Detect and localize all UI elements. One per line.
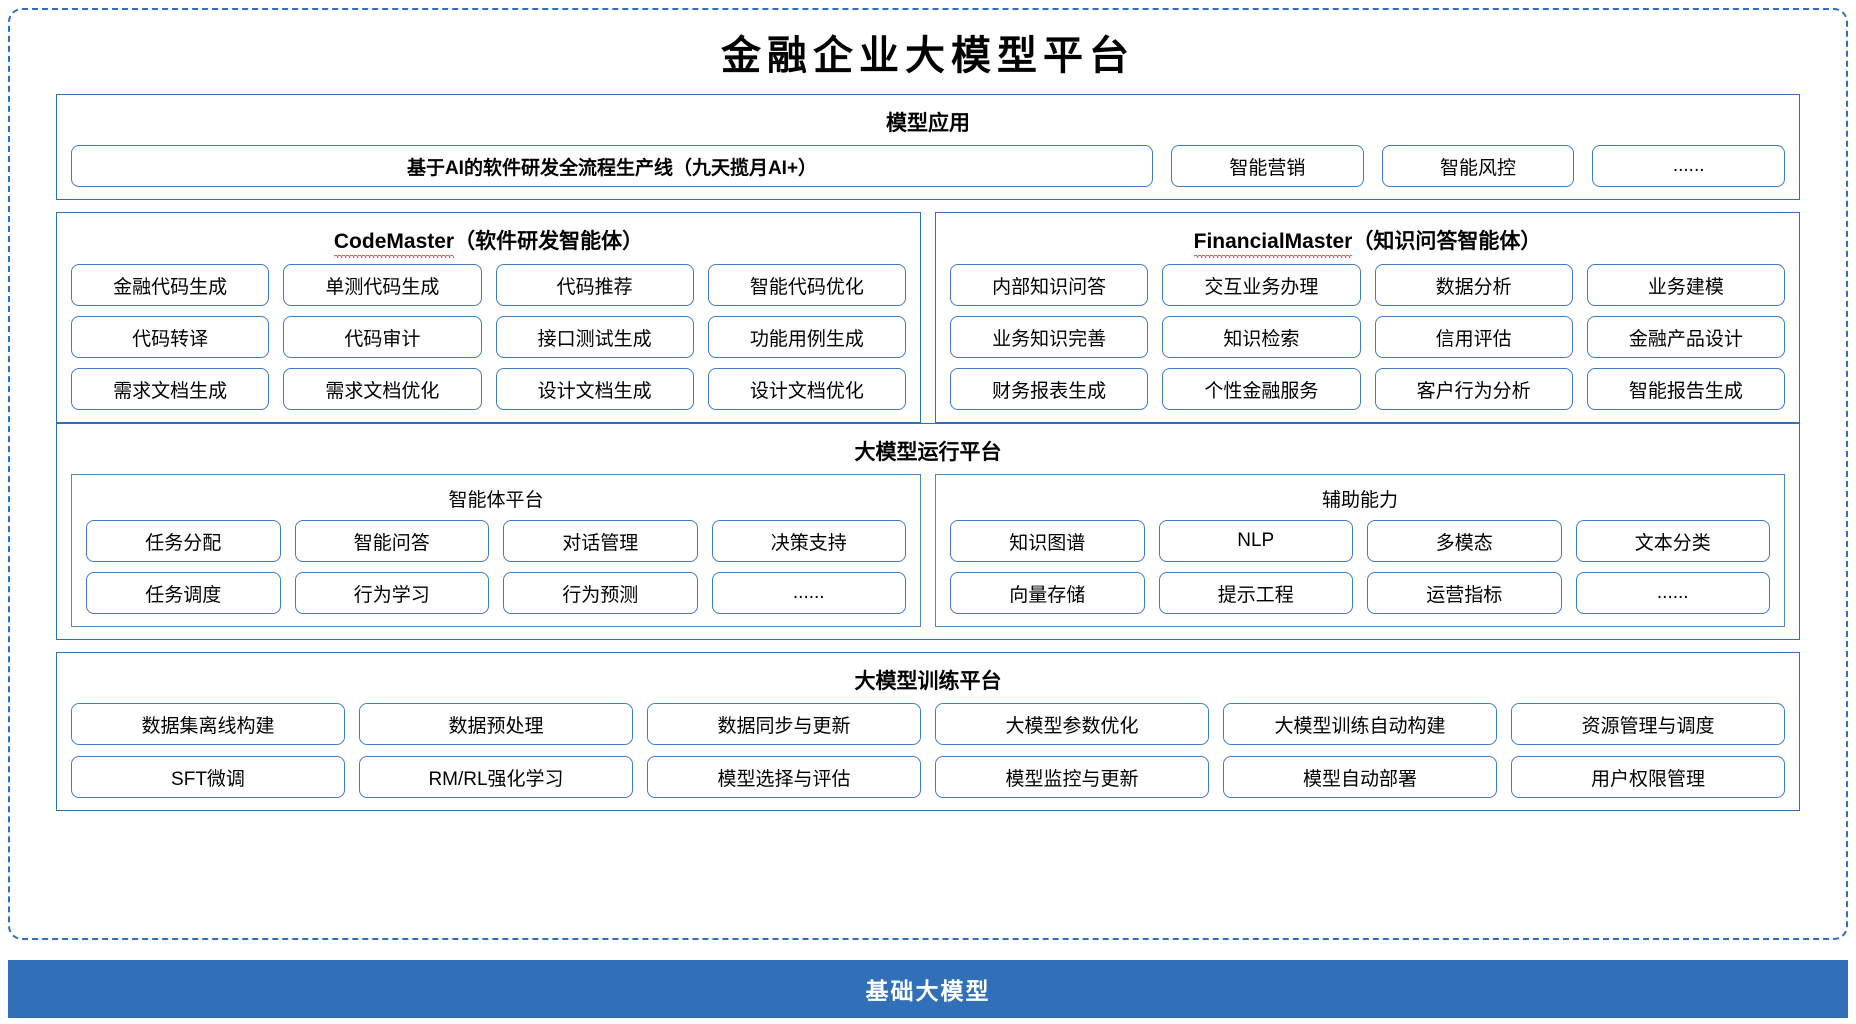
codemaster-item[interactable]: 设计文档优化 <box>707 368 906 410</box>
agent-platform-item[interactable]: 任务调度 <box>86 572 281 614</box>
agent-platform-item[interactable]: 任务分配 <box>86 520 281 562</box>
app-primary-pill[interactable]: 基于AI的软件研发全流程生产线（九天揽月AI+） <box>71 145 1153 187</box>
app-pill-risk-control[interactable]: 智能风控 <box>1381 145 1575 187</box>
financialmaster-title: FinancialMaster（知识问答智能体） <box>950 221 1785 264</box>
agent-platform-item[interactable]: 行为预测 <box>503 572 698 614</box>
codemaster-item[interactable]: 需求文档生成 <box>71 368 270 410</box>
training-platform-item[interactable]: 模型监控与更新 <box>935 756 1209 798</box>
auxiliary-capability-item[interactable]: NLP <box>1158 520 1353 562</box>
page-title: 金融企业大模型平台 <box>721 32 1135 79</box>
auxiliary-capability-item[interactable]: 运营指标 <box>1367 572 1562 614</box>
auxiliary-capability-subpanel: 辅助能力 知识图谱 NLP 多模态 文本分类 向量存储 提示工程 运营指标 ..… <box>935 474 1785 627</box>
runtime-platform-title: 大模型运行平台 <box>854 441 1002 464</box>
codemaster-name: CodeMaster <box>333 230 455 258</box>
runtime-platform-panel: 大模型运行平台 智能体平台 任务分配 智能问答 对话管理 决策支持 任务调度 行… <box>56 423 1800 640</box>
training-platform-grid: 数据集离线构建 数据预处理 数据同步与更新 大模型参数优化 大模型训练自动构建 … <box>71 703 1785 798</box>
training-platform-panel: 大模型训练平台 数据集离线构建 数据预处理 数据同步与更新 大模型参数优化 大模… <box>56 652 1800 811</box>
codemaster-item[interactable]: 设计文档生成 <box>495 368 694 410</box>
training-platform-item[interactable]: 资源管理与调度 <box>1511 703 1785 745</box>
agent-platform-item[interactable]: 智能问答 <box>294 520 489 562</box>
auxiliary-capability-item[interactable]: 多模态 <box>1367 520 1562 562</box>
training-platform-item[interactable]: 大模型训练自动构建 <box>1223 703 1497 745</box>
financialmaster-item[interactable]: 知识检索 <box>1162 316 1361 358</box>
auxiliary-capability-title: 辅助能力 <box>1321 490 1398 511</box>
financialmaster-item[interactable]: 信用评估 <box>1374 316 1573 358</box>
codemaster-item[interactable]: 金融代码生成 <box>71 264 270 306</box>
financialmaster-item[interactable]: 业务建模 <box>1586 264 1785 306</box>
training-platform-item[interactable]: 数据集离线构建 <box>71 703 345 745</box>
model-application-title: 模型应用 <box>886 112 970 135</box>
financialmaster-item[interactable]: 智能报告生成 <box>1586 368 1785 410</box>
training-platform-item[interactable]: 大模型参数优化 <box>935 703 1209 745</box>
financialmaster-suffix: （知识问答智能体） <box>1352 230 1542 253</box>
agent-platform-item[interactable]: 对话管理 <box>503 520 698 562</box>
agent-platform-item[interactable]: 行为学习 <box>294 572 489 614</box>
codemaster-title: CodeMaster（软件研发智能体） <box>71 221 906 264</box>
agent-platform-item-more[interactable]: ...... <box>711 572 906 614</box>
agent-platform-subpanel: 智能体平台 任务分配 智能问答 对话管理 决策支持 任务调度 行为学习 行为预测… <box>71 474 921 627</box>
agent-platform-title: 智能体平台 <box>448 490 544 511</box>
codemaster-suffix: （软件研发智能体） <box>454 230 644 253</box>
codemaster-item[interactable]: 代码审计 <box>283 316 482 358</box>
app-pill-more[interactable]: ...... <box>1592 145 1786 187</box>
auxiliary-capability-grid: 知识图谱 NLP 多模态 文本分类 向量存储 提示工程 运营指标 ...... <box>950 520 1770 614</box>
auxiliary-capability-item[interactable]: 提示工程 <box>1158 572 1353 614</box>
training-platform-item[interactable]: 用户权限管理 <box>1511 756 1785 798</box>
model-application-row: 基于AI的软件研发全流程生产线（九天揽月AI+） 智能营销 智能风控 .....… <box>71 145 1786 187</box>
training-platform-item[interactable]: 数据同步与更新 <box>647 703 921 745</box>
auxiliary-capability-item[interactable]: 知识图谱 <box>950 520 1145 562</box>
auxiliary-capability-item[interactable]: 文本分类 <box>1575 520 1770 562</box>
financialmaster-item[interactable]: 交互业务办理 <box>1162 264 1361 306</box>
financialmaster-item[interactable]: 财务报表生成 <box>950 368 1149 410</box>
training-platform-title: 大模型训练平台 <box>854 670 1002 693</box>
financialmaster-item[interactable]: 业务知识完善 <box>950 316 1149 358</box>
financialmaster-item[interactable]: 个性金融服务 <box>1162 368 1361 410</box>
runtime-split: 智能体平台 任务分配 智能问答 对话管理 决策支持 任务调度 行为学习 行为预测… <box>71 474 1785 627</box>
financialmaster-item[interactable]: 客户行为分析 <box>1374 368 1573 410</box>
codemaster-item[interactable]: 智能代码优化 <box>707 264 906 306</box>
codemaster-panel: CodeMaster（软件研发智能体） 金融代码生成 单测代码生成 代码推荐 智… <box>56 212 921 423</box>
codemaster-grid: 金融代码生成 单测代码生成 代码推荐 智能代码优化 代码转译 代码审计 接口测试… <box>71 264 906 410</box>
codemaster-item[interactable]: 代码推荐 <box>495 264 694 306</box>
auxiliary-capability-item-more[interactable]: ...... <box>1575 572 1770 614</box>
training-platform-item[interactable]: RM/RL强化学习 <box>359 756 633 798</box>
auxiliary-capability-item[interactable]: 向量存储 <box>950 572 1145 614</box>
financialmaster-name: FinancialMaster <box>1193 230 1352 258</box>
codemaster-item[interactable]: 接口测试生成 <box>495 316 694 358</box>
agent-platform-grid: 任务分配 智能问答 对话管理 决策支持 任务调度 行为学习 行为预测 .....… <box>86 520 906 614</box>
codemaster-item[interactable]: 需求文档优化 <box>283 368 482 410</box>
training-platform-item[interactable]: 模型自动部署 <box>1223 756 1497 798</box>
training-platform-item[interactable]: 模型选择与评估 <box>647 756 921 798</box>
financialmaster-panel: FinancialMaster（知识问答智能体） 内部知识问答 交互业务办理 数… <box>935 212 1800 423</box>
agent-platform-item[interactable]: 决策支持 <box>711 520 906 562</box>
training-platform-item[interactable]: SFT微调 <box>71 756 345 798</box>
financialmaster-item[interactable]: 金融产品设计 <box>1586 316 1785 358</box>
financialmaster-grid: 内部知识问答 交互业务办理 数据分析 业务建模 业务知识完善 知识检索 信用评估… <box>950 264 1785 410</box>
codemaster-item[interactable]: 功能用例生成 <box>707 316 906 358</box>
agents-row: CodeMaster（软件研发智能体） 金融代码生成 单测代码生成 代码推荐 智… <box>56 212 1800 423</box>
app-pill-marketing[interactable]: 智能营销 <box>1171 145 1364 187</box>
financialmaster-item[interactable]: 数据分析 <box>1374 264 1573 306</box>
platform-outer-frame: 金融企业大模型平台 模型应用 基于AI的软件研发全流程生产线（九天揽月AI+） … <box>8 8 1848 940</box>
codemaster-item[interactable]: 单测代码生成 <box>283 264 482 306</box>
codemaster-item[interactable]: 代码转译 <box>71 316 270 358</box>
model-application-panel: 模型应用 基于AI的软件研发全流程生产线（九天揽月AI+） 智能营销 智能风控 … <box>56 94 1800 200</box>
training-platform-item[interactable]: 数据预处理 <box>359 703 633 745</box>
financialmaster-item[interactable]: 内部知识问答 <box>950 264 1149 306</box>
base-model-bar: 基础大模型 <box>8 960 1848 1018</box>
